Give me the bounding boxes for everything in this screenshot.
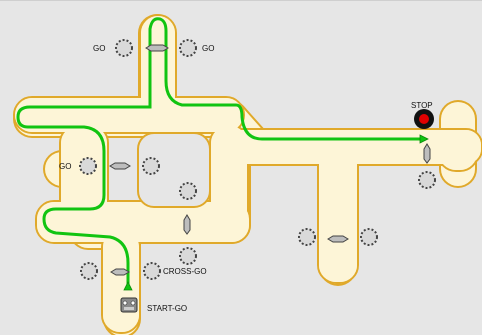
label-start-go: START-GO [147, 304, 187, 313]
sensor-icon[interactable] [179, 182, 197, 200]
sensor-icon[interactable] [360, 228, 378, 246]
label-go-left: GO [59, 162, 71, 171]
label-cross-go: CROSS-GO [163, 267, 207, 276]
sensor-icon[interactable] [179, 247, 197, 265]
planned-route [16, 17, 426, 287]
switch-icon[interactable] [423, 143, 431, 164]
sensor-icon[interactable] [115, 39, 133, 57]
end-marker-icon [419, 134, 429, 144]
switch-icon[interactable] [110, 268, 130, 276]
switch-icon[interactable] [327, 235, 349, 243]
sensor-icon[interactable] [80, 262, 98, 280]
sensor-icon[interactable] [418, 171, 436, 189]
start-marker-icon [123, 281, 133, 291]
sensor-icon[interactable] [79, 157, 97, 175]
sensor-icon[interactable] [142, 157, 160, 175]
red-light-icon [419, 114, 429, 124]
switch-icon[interactable] [145, 44, 169, 52]
label-stop: STOP [411, 101, 433, 110]
sensors [79, 39, 436, 280]
robot-car-icon[interactable] [120, 297, 138, 313]
sensor-icon[interactable] [179, 39, 197, 57]
switch-icon[interactable] [109, 162, 131, 170]
switches [109, 44, 431, 276]
sensor-icon[interactable] [298, 228, 316, 246]
switch-icon[interactable] [183, 214, 191, 235]
label-go-top-right: GO [202, 44, 214, 53]
label-go-top-left: GO [93, 44, 105, 53]
stop-light[interactable] [414, 109, 434, 129]
sensor-icon[interactable] [143, 262, 161, 280]
